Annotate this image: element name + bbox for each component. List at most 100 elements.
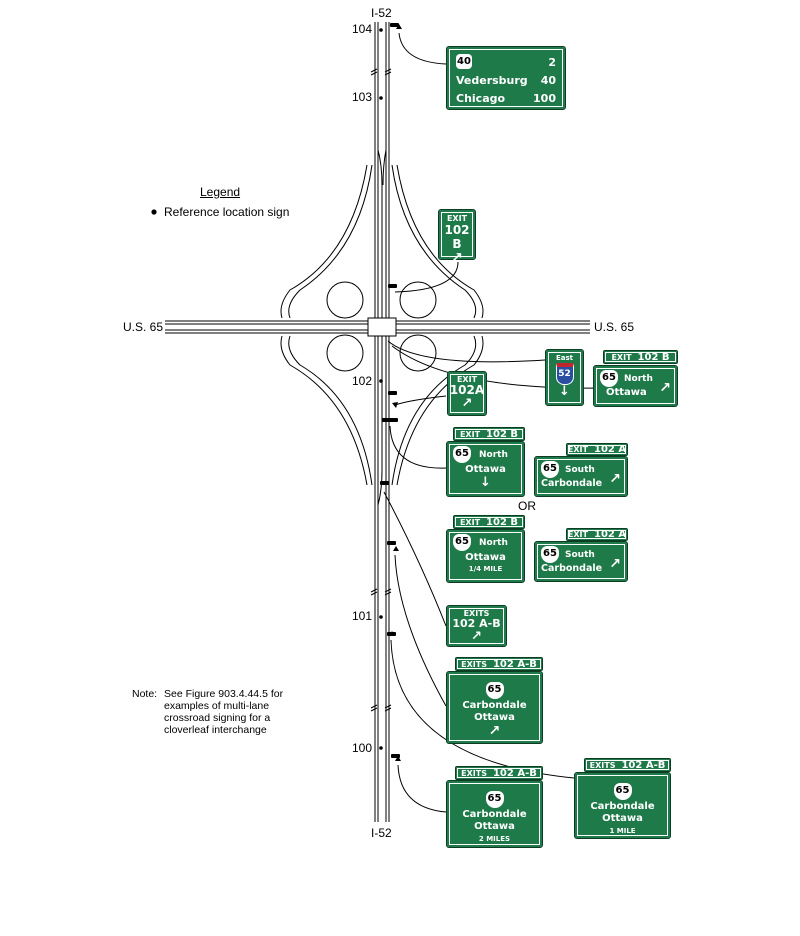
note-text: See Figure 903.4.44.5 for examples of mu… <box>164 688 283 736</box>
exits-102ab-gore-sign: EXITS 102 A-B ↗ <box>446 605 507 647</box>
destination-name: Ottawa <box>474 821 515 832</box>
distance-label: 2 MILES <box>478 835 511 843</box>
arrow-down-icon: ↓ <box>559 384 570 399</box>
destination-name: Ottawa <box>474 712 515 723</box>
exit-word: EXITS <box>461 768 487 778</box>
route-label-i52-top: I-52 <box>371 6 392 20</box>
exit-number: 102 B <box>486 516 519 528</box>
note-line: See Figure 903.4.44.5 for <box>164 688 284 700</box>
milepost-104: 104 <box>352 22 373 36</box>
distance-value: 100 <box>533 92 556 105</box>
i52-east-sign: East 52 ↓ <box>545 349 584 406</box>
exit-tab: EXIT 102 A <box>566 528 628 541</box>
exit-number: 102 A <box>593 529 627 540</box>
exit-word: EXIT <box>611 352 632 362</box>
arrow-down-icon: ↓ <box>480 475 491 490</box>
exit-number: 102A <box>449 383 485 397</box>
route-label-us65-right: U.S. 65 <box>594 320 635 334</box>
arrow-icon: ↗ <box>461 396 473 411</box>
us-route-shield-icon: 65 <box>541 461 559 478</box>
arrow-icon: ↗ <box>451 250 463 266</box>
us-route-shield-icon: 65 <box>600 370 618 387</box>
destination-name: Carbondale <box>590 801 655 812</box>
exit-word: EXIT <box>459 429 481 439</box>
overhead-sign-us65-north-down: 65 North Ottawa ↓ <box>446 441 525 497</box>
overhead-sign-us65-south-alt: 65 South Carbondale ↗ <box>534 541 628 582</box>
interstate-shield-icon: 40 <box>456 54 472 69</box>
exit-word: EXIT <box>456 375 478 384</box>
legend-item: Reference location sign <box>164 205 290 219</box>
destination-name: Vedersburg <box>456 74 528 87</box>
or-label: OR <box>518 499 536 513</box>
destination-name: Chicago <box>456 92 506 105</box>
distance-value: 40 <box>540 74 556 87</box>
advance-sign-2-miles: 65 Carbondale Ottawa 2 MILES <box>446 780 543 848</box>
us-route-shield-icon: 65 <box>485 791 504 808</box>
exit-word: EXITS <box>463 609 490 618</box>
exit-tab: EXIT 102 B <box>453 515 525 529</box>
exit-number: 102 A-B <box>492 767 537 779</box>
us-route-shield-icon: 65 <box>541 546 559 563</box>
arrow-icon: ↗ <box>488 723 501 739</box>
exit-102b-gore-sign: EXIT 102 B ↗ <box>438 209 476 265</box>
destination-name: Ottawa <box>602 813 643 824</box>
advance-sign-exit: 65 Carbondale Ottawa ↗ <box>446 671 543 744</box>
arrow-icon: ↗ <box>609 555 621 572</box>
exit-word: EXIT <box>459 517 481 527</box>
overhead-sign-us65-north: 65 North Ottawa ↗ <box>593 365 678 407</box>
note-line: crossroad signing for a <box>164 712 271 724</box>
arrow-icon: ↗ <box>609 470 621 487</box>
direction-label: South <box>565 464 595 475</box>
direction-label: South <box>565 549 595 560</box>
overhead-sign-us65-north-quarter-mile: 65 North Ottawa 1/4 MILE <box>446 529 525 583</box>
advance-sign-1-mile: 65 Carbondale Ottawa 1 MILE <box>574 772 671 839</box>
exit-number: 102 A-B <box>452 617 501 630</box>
destination-name: Carbondale <box>541 563 603 574</box>
us-route-shield-icon: 65 <box>453 534 471 551</box>
exit-tab: EXIT 102 B <box>603 350 678 364</box>
route-label-i52-bottom: I-52 <box>371 826 392 840</box>
direction-label: East <box>555 354 574 362</box>
distance-label: 1 MILE <box>609 827 636 835</box>
exit-word: EXIT <box>567 530 588 539</box>
exit-number: 102 A <box>593 444 627 455</box>
exit-number: 102 B <box>486 428 519 440</box>
distance-value: 2 <box>548 56 556 69</box>
us-route-shield-icon: 65 <box>485 682 504 699</box>
legend-title: Legend <box>200 185 241 199</box>
note-line: examples of multi-lane <box>164 700 270 712</box>
us-route-shield-icon: 65 <box>453 446 471 463</box>
direction-label: North <box>479 537 508 548</box>
note-label: Note: <box>132 688 158 700</box>
exit-tab: EXIT 102 B <box>453 427 525 441</box>
exit-word: EXIT <box>446 214 468 223</box>
note-line: cloverleaf interchange <box>164 724 267 736</box>
direction-label: North <box>624 373 653 384</box>
overhead-sign-us65-south: 65 South Carbondale ↗ <box>534 456 628 497</box>
exit-tab: EXITS 102 A-B <box>455 766 543 780</box>
exit-number: 102 A-B <box>492 658 537 670</box>
destination-name: Carbondale <box>462 809 527 820</box>
exit-tab: EXIT 102 A <box>566 443 628 456</box>
exit-tab: EXITS 102 A-B <box>584 758 671 772</box>
interstate-shield-icon: 52 <box>555 363 574 385</box>
exit-word: EXITS <box>589 760 616 770</box>
milepost-102: 102 <box>352 374 373 388</box>
distance-label: 1/4 MILE <box>468 565 503 573</box>
exit-number: 102 A-B <box>621 759 666 771</box>
direction-label: North <box>479 449 508 460</box>
exit-word: EXIT <box>567 445 588 454</box>
route-label-us65-left: U.S. 65 <box>123 320 164 334</box>
destination-name: Carbondale <box>462 700 527 711</box>
milepost-100: 100 <box>352 741 373 755</box>
arrow-icon: ↗ <box>471 629 482 644</box>
us-route-shield-icon: 65 <box>613 783 632 800</box>
milepost-103: 103 <box>352 90 373 104</box>
exit-number: 102 B <box>637 351 670 363</box>
destination-name: Ottawa <box>465 552 506 563</box>
exit-number: 102 B <box>444 223 470 251</box>
destination-name: Ottawa <box>465 464 506 475</box>
destination-name: Ottawa <box>606 387 647 398</box>
